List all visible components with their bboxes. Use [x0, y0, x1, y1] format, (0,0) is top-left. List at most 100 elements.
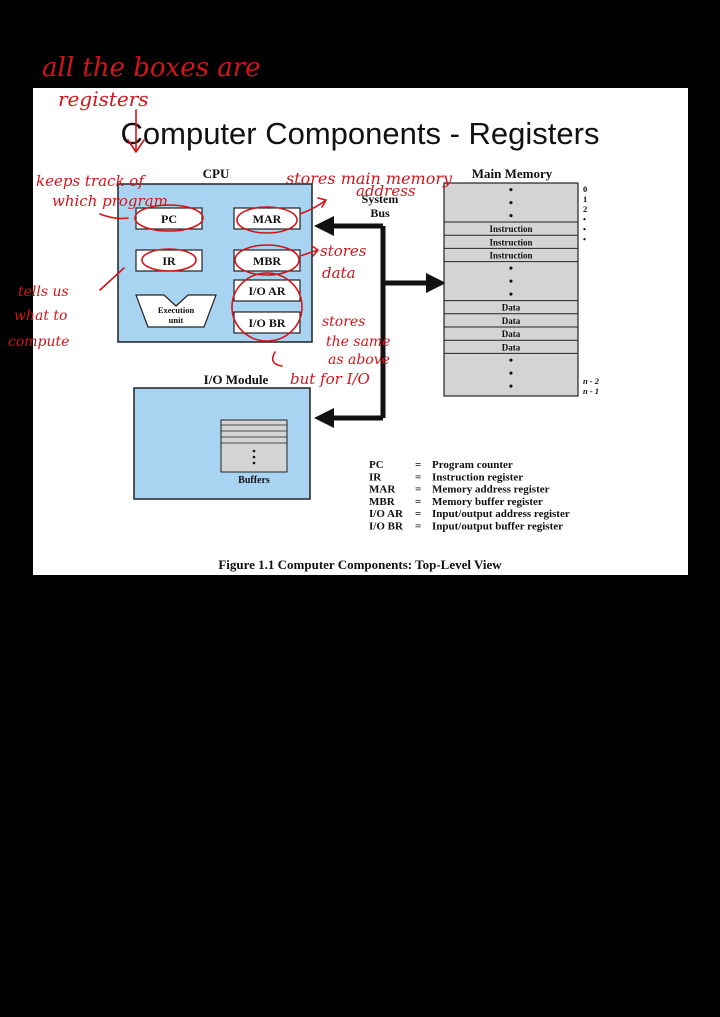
legend-row: I/O AR = Input/output address register	[369, 508, 570, 520]
legend-abbr: I/O BR	[369, 521, 404, 533]
memory-ellipsis: •	[509, 183, 513, 197]
legend-row: IR = Instruction register	[369, 471, 523, 483]
cpu-label: CPU	[203, 166, 230, 181]
annotation-pc-line-2: which program	[52, 192, 168, 210]
register-io-ar: I/O AR	[233, 279, 301, 302]
legend-row: MBR = Memory buffer register	[369, 496, 543, 508]
memory-address-label: •	[583, 214, 586, 224]
execution-unit: Execution unit	[135, 294, 217, 328]
annotation-mar-line-1: stores main memory	[286, 169, 453, 188]
legend-abbr: MBR	[369, 496, 396, 508]
main-memory-label: Main Memory	[472, 166, 553, 181]
legend-row: MAR = Memory address register	[369, 484, 550, 496]
annotation-mar-line-2: address	[356, 182, 416, 200]
legend-equals: =	[415, 471, 421, 483]
annotation-pc-line-1: keeps track of	[36, 172, 146, 190]
register-mar-label: MAR	[253, 212, 282, 226]
annotation-arrow-ir	[99, 267, 125, 291]
register-io-br: I/O BR	[233, 311, 301, 334]
legend-description: Instruction register	[432, 471, 523, 483]
memory-ellipsis: •	[509, 366, 513, 380]
register-mar: MAR	[233, 207, 301, 230]
legend-description: Input/output address register	[432, 508, 570, 520]
io-module-label: I/O Module	[204, 372, 269, 387]
memory-addresses: 012•••n - 2n - 1	[583, 184, 600, 396]
memory-word: Instruction	[489, 224, 532, 234]
slide-title: Computer Components - Registers	[121, 116, 600, 151]
legend-abbr: MAR	[369, 484, 396, 496]
system-bus-label-1: System	[362, 192, 399, 206]
legend-equals: =	[415, 496, 421, 508]
annotation-ir-line-3: compute	[8, 334, 69, 350]
memory-word: Data	[502, 303, 521, 313]
memory-ellipsis: •	[509, 379, 513, 393]
legend-equals: =	[415, 508, 421, 520]
memory-ellipsis: •	[509, 196, 513, 210]
register-ir-label: IR	[162, 254, 176, 268]
annotation-top-line-2: registers	[58, 87, 149, 111]
annotation-circle-mar	[236, 206, 298, 234]
register-io-br-label: I/O BR	[248, 316, 285, 330]
legend-abbr: I/O AR	[369, 508, 404, 520]
register-io-ar-label: I/O AR	[248, 284, 285, 298]
memory-word: Data	[502, 342, 521, 352]
memory-ellipsis: •	[509, 261, 513, 275]
annotation-arrow-mar	[299, 197, 327, 215]
annotation-io-line-2: the same	[326, 334, 390, 350]
legend-description: Program counter	[432, 459, 513, 471]
annotation-circle-mbr	[234, 244, 300, 276]
memory-ellipsis: •	[509, 209, 513, 223]
main-memory: •••InstructionInstructionInstruction•••D…	[443, 182, 579, 397]
legend-description: Memory buffer register	[432, 496, 543, 508]
memory-ellipsis: •	[509, 287, 513, 301]
memory-word: Instruction	[489, 251, 532, 261]
register-mbr-label: MBR	[253, 254, 281, 268]
execution-unit-label-2: unit	[169, 315, 184, 325]
annotation-io-line-1: stores	[322, 314, 365, 330]
memory-word: Data	[502, 316, 521, 326]
memory-address-label: n - 2	[583, 376, 600, 386]
execution-unit-label-1: Execution	[158, 305, 195, 315]
memory-word: Instruction	[489, 237, 532, 247]
memory-address-label: 0	[583, 184, 587, 194]
legend-equals: =	[415, 459, 421, 471]
register-pc: PC	[135, 207, 203, 230]
figure-caption: Figure 1.1 Computer Components: Top-Leve…	[218, 557, 502, 572]
register-pc-label: PC	[161, 212, 177, 226]
annotation-ir-line-1: tells us	[18, 284, 69, 300]
annotation-mbr-line-1: stores	[320, 242, 367, 260]
legend-description: Memory address register	[432, 484, 550, 496]
memory-address-label: 2	[583, 204, 587, 214]
legend-row: PC = Program counter	[369, 459, 513, 471]
legend-equals: =	[415, 521, 421, 533]
memory-address-label: n - 1	[583, 386, 599, 396]
legend-description: Input/output buffer register	[432, 521, 563, 533]
annotation-io-line-3: as above	[328, 352, 390, 368]
memory-ellipsis: •	[509, 353, 513, 367]
legend-row: I/O BR = Input/output buffer register	[369, 521, 563, 533]
memory-address-label: 1	[583, 194, 587, 204]
annotation-arrow-mbr	[299, 245, 319, 257]
legend-abbr: IR	[369, 471, 382, 483]
system-bus	[314, 216, 446, 428]
annotation-mbr-line-2: data	[322, 264, 356, 282]
register-ir: IR	[135, 249, 203, 272]
annotation-ir-line-2: what to	[14, 308, 67, 324]
legend-abbr: PC	[369, 459, 384, 471]
annotation-circle-pc	[134, 204, 204, 232]
annotation-circle-ir	[141, 248, 197, 272]
legend-equals: =	[415, 484, 421, 496]
memory-word: Data	[502, 329, 521, 339]
annotation-brace-io	[271, 351, 283, 367]
annotation-arrow-pc	[99, 213, 129, 220]
register-mbr: MBR	[233, 249, 301, 272]
memory-address-label: •	[583, 224, 586, 234]
io-buffers: Buffers	[220, 419, 288, 486]
annotation-top-line-1: all the boxes are	[42, 53, 261, 83]
annotation-arrow-registers	[127, 109, 145, 153]
annotation-circle-io-registers	[231, 272, 303, 342]
buffers-label: Buffers	[238, 475, 270, 486]
